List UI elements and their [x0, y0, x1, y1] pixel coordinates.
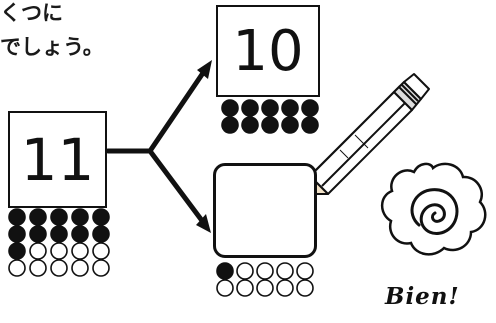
- dot-grid-whole: [8, 208, 110, 277]
- filled-dot: [29, 208, 47, 226]
- whole-number-box: 11: [8, 111, 107, 208]
- empty-dot: [29, 259, 47, 277]
- filled-dot: [8, 242, 26, 260]
- filled-dot: [301, 116, 319, 134]
- empty-dot: [256, 279, 274, 297]
- part-top-number-box: 10: [216, 5, 320, 97]
- spiral-flower-stamp-icon: [380, 162, 487, 256]
- empty-dot: [256, 262, 274, 280]
- filled-dot: [221, 99, 239, 117]
- whole-number: 11: [20, 125, 95, 194]
- filled-dot: [301, 99, 319, 117]
- arrowhead-top: [197, 60, 212, 79]
- bien-stamp-text: Bien!: [385, 283, 460, 310]
- prompt-line-1: くつに: [0, 1, 63, 25]
- filled-dot: [71, 208, 89, 226]
- filled-dot: [281, 99, 299, 117]
- filled-dot: [261, 99, 279, 117]
- empty-dot: [50, 259, 68, 277]
- arrowhead-bottom: [196, 214, 211, 233]
- empty-dot: [296, 279, 314, 297]
- filled-dot: [92, 208, 110, 226]
- bond-connector: [105, 67, 208, 225]
- empty-dot: [71, 242, 89, 260]
- empty-dot: [50, 242, 68, 260]
- dot-grid-part-bottom: [216, 262, 314, 297]
- filled-dot: [221, 116, 239, 134]
- filled-dot: [8, 208, 26, 226]
- empty-dot: [29, 242, 47, 260]
- filled-dot: [241, 116, 259, 134]
- filled-dot: [8, 225, 26, 243]
- filled-dot: [71, 225, 89, 243]
- filled-dot: [29, 225, 47, 243]
- empty-dot: [296, 262, 314, 280]
- filled-dot: [92, 225, 110, 243]
- filled-dot: [50, 208, 68, 226]
- part-top-number: 10: [232, 18, 304, 84]
- empty-dot: [276, 262, 294, 280]
- empty-dot: [236, 262, 254, 280]
- filled-dot: [261, 116, 279, 134]
- empty-dot: [92, 242, 110, 260]
- empty-dot: [276, 279, 294, 297]
- empty-dot: [8, 259, 26, 277]
- filled-dot: [50, 225, 68, 243]
- filled-dot: [241, 99, 259, 117]
- empty-dot: [71, 259, 89, 277]
- empty-dot: [216, 279, 234, 297]
- prompt-line-2: でしょう。: [0, 35, 104, 59]
- filled-dot: [281, 116, 299, 134]
- filled-dot: [216, 262, 234, 280]
- empty-dot: [236, 279, 254, 297]
- dot-grid-part-top: [221, 99, 319, 134]
- empty-dot: [92, 259, 110, 277]
- part-bottom-answer-box[interactable]: 1: [213, 163, 317, 258]
